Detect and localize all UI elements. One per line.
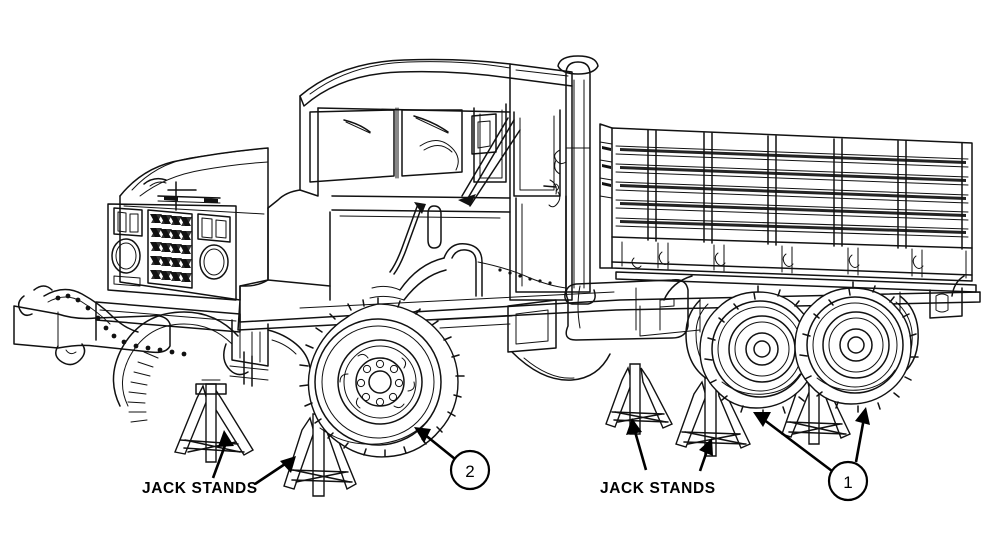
- callout-2[interactable]: 2: [449, 449, 491, 491]
- jack-stands-label-left: JACK STANDS: [142, 480, 258, 497]
- underbody-assemblies: [369, 243, 689, 381]
- hood-and-front-clip: [107, 147, 269, 301]
- callout-2-number: 2: [465, 462, 474, 481]
- callout-1[interactable]: 1: [827, 460, 869, 502]
- callout-1-circle[interactable]: [827, 460, 869, 502]
- truck-cab: [239, 58, 573, 301]
- rear-wheel-rear: [794, 281, 919, 413]
- far-side-front-wheel: [112, 311, 239, 423]
- callout-2-circle[interactable]: [449, 449, 491, 491]
- leader-lines: [211, 407, 870, 486]
- jack-stand: [283, 413, 357, 497]
- jack-stands-label-right: JACK STANDS: [600, 480, 716, 497]
- front-wheel: [299, 297, 465, 458]
- exhaust-stack: [554, 55, 599, 305]
- cargo-bed: [599, 123, 977, 293]
- jack-stand: [605, 363, 673, 435]
- mud-guards: [663, 275, 965, 301]
- front-winch-assembly: [13, 285, 311, 387]
- callout-1-number: 1: [843, 473, 852, 492]
